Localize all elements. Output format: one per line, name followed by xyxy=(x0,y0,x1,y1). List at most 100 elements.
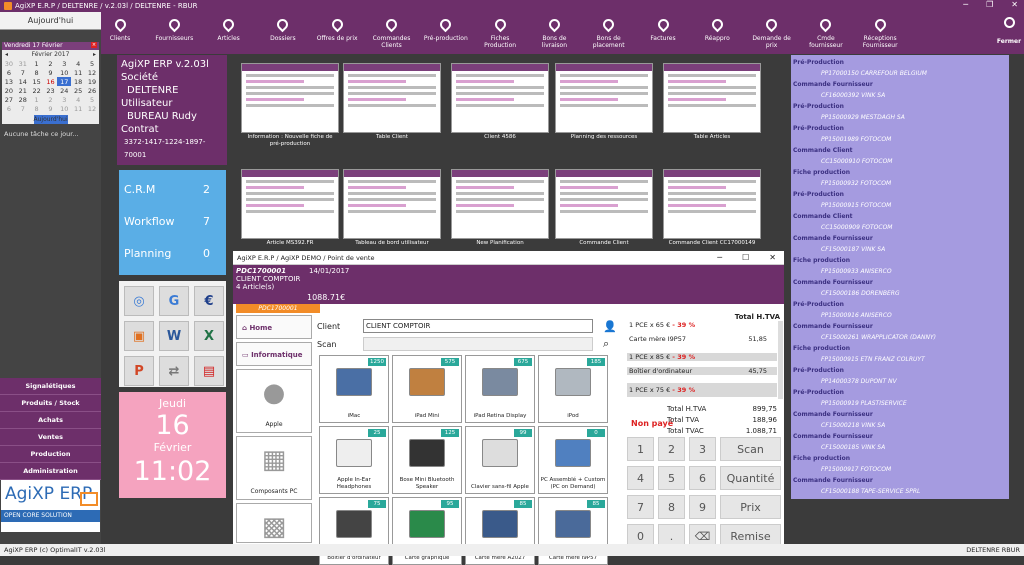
workflow-item[interactable]: CF15000186 DORENBERG xyxy=(821,290,900,297)
keypad-key[interactable]: 8 xyxy=(658,495,685,519)
calendar-day[interactable]: 10 xyxy=(60,104,69,113)
calendar-day[interactable]: 2 xyxy=(48,95,53,104)
workflow-item[interactable]: PP15001989 FOTOCOM xyxy=(821,136,892,143)
category-composants-pc[interactable]: ▦Composants PC xyxy=(236,436,312,500)
calendar-day[interactable]: 14 xyxy=(18,77,27,86)
calendar-day[interactable]: 13 xyxy=(4,77,14,86)
nav-informatique[interactable]: ▭ Informatique xyxy=(236,342,312,366)
calendar-day[interactable]: 8 xyxy=(34,68,39,77)
image-icon[interactable]: ▣ xyxy=(124,321,154,351)
calendar-day[interactable]: 1 xyxy=(34,95,39,104)
workflow-item[interactable]: PP17000150 CARREFOUR BELGIUM xyxy=(821,70,927,77)
workflow-item[interactable]: PP15000919 PLASTISERVICE xyxy=(821,400,907,407)
toolbar-button[interactable]: Clients xyxy=(93,14,147,42)
toolbar-button[interactable]: Pré-production xyxy=(419,14,473,42)
nav-home[interactable]: ⌂ Home xyxy=(236,315,312,339)
calendar-day[interactable]: 23 xyxy=(46,86,55,95)
cart-scrollbar[interactable] xyxy=(778,321,783,399)
calendar-day[interactable]: 12 xyxy=(87,68,97,77)
toolbar-button[interactable]: Offres de prix xyxy=(310,14,364,42)
workflow-item[interactable]: CF16000392 VINK SA xyxy=(821,92,886,99)
workflow-item[interactable]: CF15000185 VINK SA xyxy=(821,444,886,451)
keypad-key[interactable]: 1 xyxy=(627,437,654,461)
minimize-icon[interactable]: ─ xyxy=(963,0,969,9)
window-thumbnail[interactable]: Planning des ressources xyxy=(554,63,654,141)
menu-item[interactable]: Ventes xyxy=(0,429,101,446)
keypad-key[interactable]: ⌫ xyxy=(689,524,716,548)
calendar-day[interactable]: 5 xyxy=(89,95,95,104)
word-icon[interactable]: W xyxy=(159,321,189,351)
client-select[interactable]: CLIENT COMPTOIR xyxy=(363,319,593,333)
menu-item[interactable]: Production xyxy=(0,446,101,463)
calendar-day[interactable]: 26 xyxy=(87,86,97,95)
calendar-day[interactable]: 11 xyxy=(74,104,83,113)
calendar-day[interactable]: 12 xyxy=(87,104,97,113)
calendar-day[interactable]: 10 xyxy=(60,68,69,77)
pdf-icon[interactable]: ▤ xyxy=(194,356,224,386)
today-button[interactable]: Aujourd'hui xyxy=(33,115,68,124)
remote-icon[interactable]: ⇄ xyxy=(159,356,189,386)
calendar-day[interactable]: 8 xyxy=(34,104,39,113)
category-apple[interactable]: ●Apple xyxy=(236,369,312,433)
calendar-day[interactable]: 19 xyxy=(87,77,97,86)
pos-minimize-icon[interactable]: ─ xyxy=(717,253,723,262)
calendar-day[interactable]: 4 xyxy=(76,59,81,68)
menu-item[interactable]: Achats xyxy=(0,412,101,429)
pos-ticket-tab[interactable]: PDC1700001 xyxy=(236,304,320,313)
workflow-item[interactable]: FP15000933 ANISERCO xyxy=(821,268,892,275)
pos-maximize-icon[interactable]: ☐ xyxy=(742,253,750,262)
calendar-day[interactable]: 18 xyxy=(74,77,83,86)
add-user-icon[interactable]: 👤 xyxy=(603,319,617,333)
keypad-action-button[interactable]: Scan xyxy=(720,437,781,461)
calendar-day[interactable]: 6 xyxy=(6,68,11,77)
toolbar-button[interactable]: Articles xyxy=(202,14,256,42)
today-header[interactable]: Aujourd'hui xyxy=(0,12,101,30)
keypad-action-button[interactable]: Quantité xyxy=(720,466,781,490)
calendar-day[interactable]: 17 xyxy=(57,77,72,86)
prev-month-icon[interactable]: ◂ xyxy=(5,51,9,58)
calendar-day[interactable]: 4 xyxy=(76,95,81,104)
calendar-day[interactable]: 9 xyxy=(48,68,53,77)
workflow-item[interactable]: PP15000929 MESTDAGH SA xyxy=(821,114,905,121)
calendar-day[interactable]: 24 xyxy=(60,86,69,95)
calendar-day[interactable]: 31 xyxy=(18,59,27,68)
calendar-day[interactable]: 3 xyxy=(62,59,67,68)
keypad-key[interactable]: 7 xyxy=(627,495,654,519)
close-app-button[interactable]: Fermer xyxy=(996,14,1022,45)
menu-item[interactable]: Administration xyxy=(0,463,101,480)
workflow-item[interactable]: CF15000261 WRAPPLICATOR (DANNY) xyxy=(821,334,937,341)
calendar-day[interactable]: 16 xyxy=(46,77,55,86)
category-more[interactable]: ▩ xyxy=(236,503,312,543)
window-thumbnail[interactable]: New Planification xyxy=(450,169,550,247)
workflow-item[interactable]: CF15000218 VINK SA xyxy=(821,422,886,429)
close-icon[interactable]: ✕ xyxy=(1011,0,1018,9)
pos-close-icon[interactable]: ✕ xyxy=(769,253,776,262)
calendar-day[interactable]: 28 xyxy=(18,95,27,104)
toolbar-button[interactable]: Fournisseurs xyxy=(147,14,201,42)
window-thumbnail[interactable]: Commande Client CC17000149 xyxy=(662,169,762,247)
scan-input[interactable] xyxy=(363,337,593,351)
keypad-key[interactable]: 5 xyxy=(658,466,685,490)
calendar-day[interactable]: 21 xyxy=(18,86,27,95)
excel-icon[interactable]: X xyxy=(194,321,224,351)
toolbar-button[interactable]: Factures xyxy=(636,14,690,42)
toolbar-button[interactable]: Réappro xyxy=(690,14,744,42)
window-thumbnail[interactable]: Article MS392.FR xyxy=(240,169,340,247)
next-month-icon[interactable]: ▸ xyxy=(92,51,96,58)
browser-icon[interactable]: ◎ xyxy=(124,286,154,316)
calendar-day[interactable]: 3 xyxy=(62,95,67,104)
window-thumbnail[interactable]: Tableau de bord utilisateur xyxy=(342,169,442,247)
calendar-day[interactable]: 15 xyxy=(32,77,41,86)
workflow-item[interactable]: PP15000915 FOTOCOM xyxy=(821,202,892,209)
